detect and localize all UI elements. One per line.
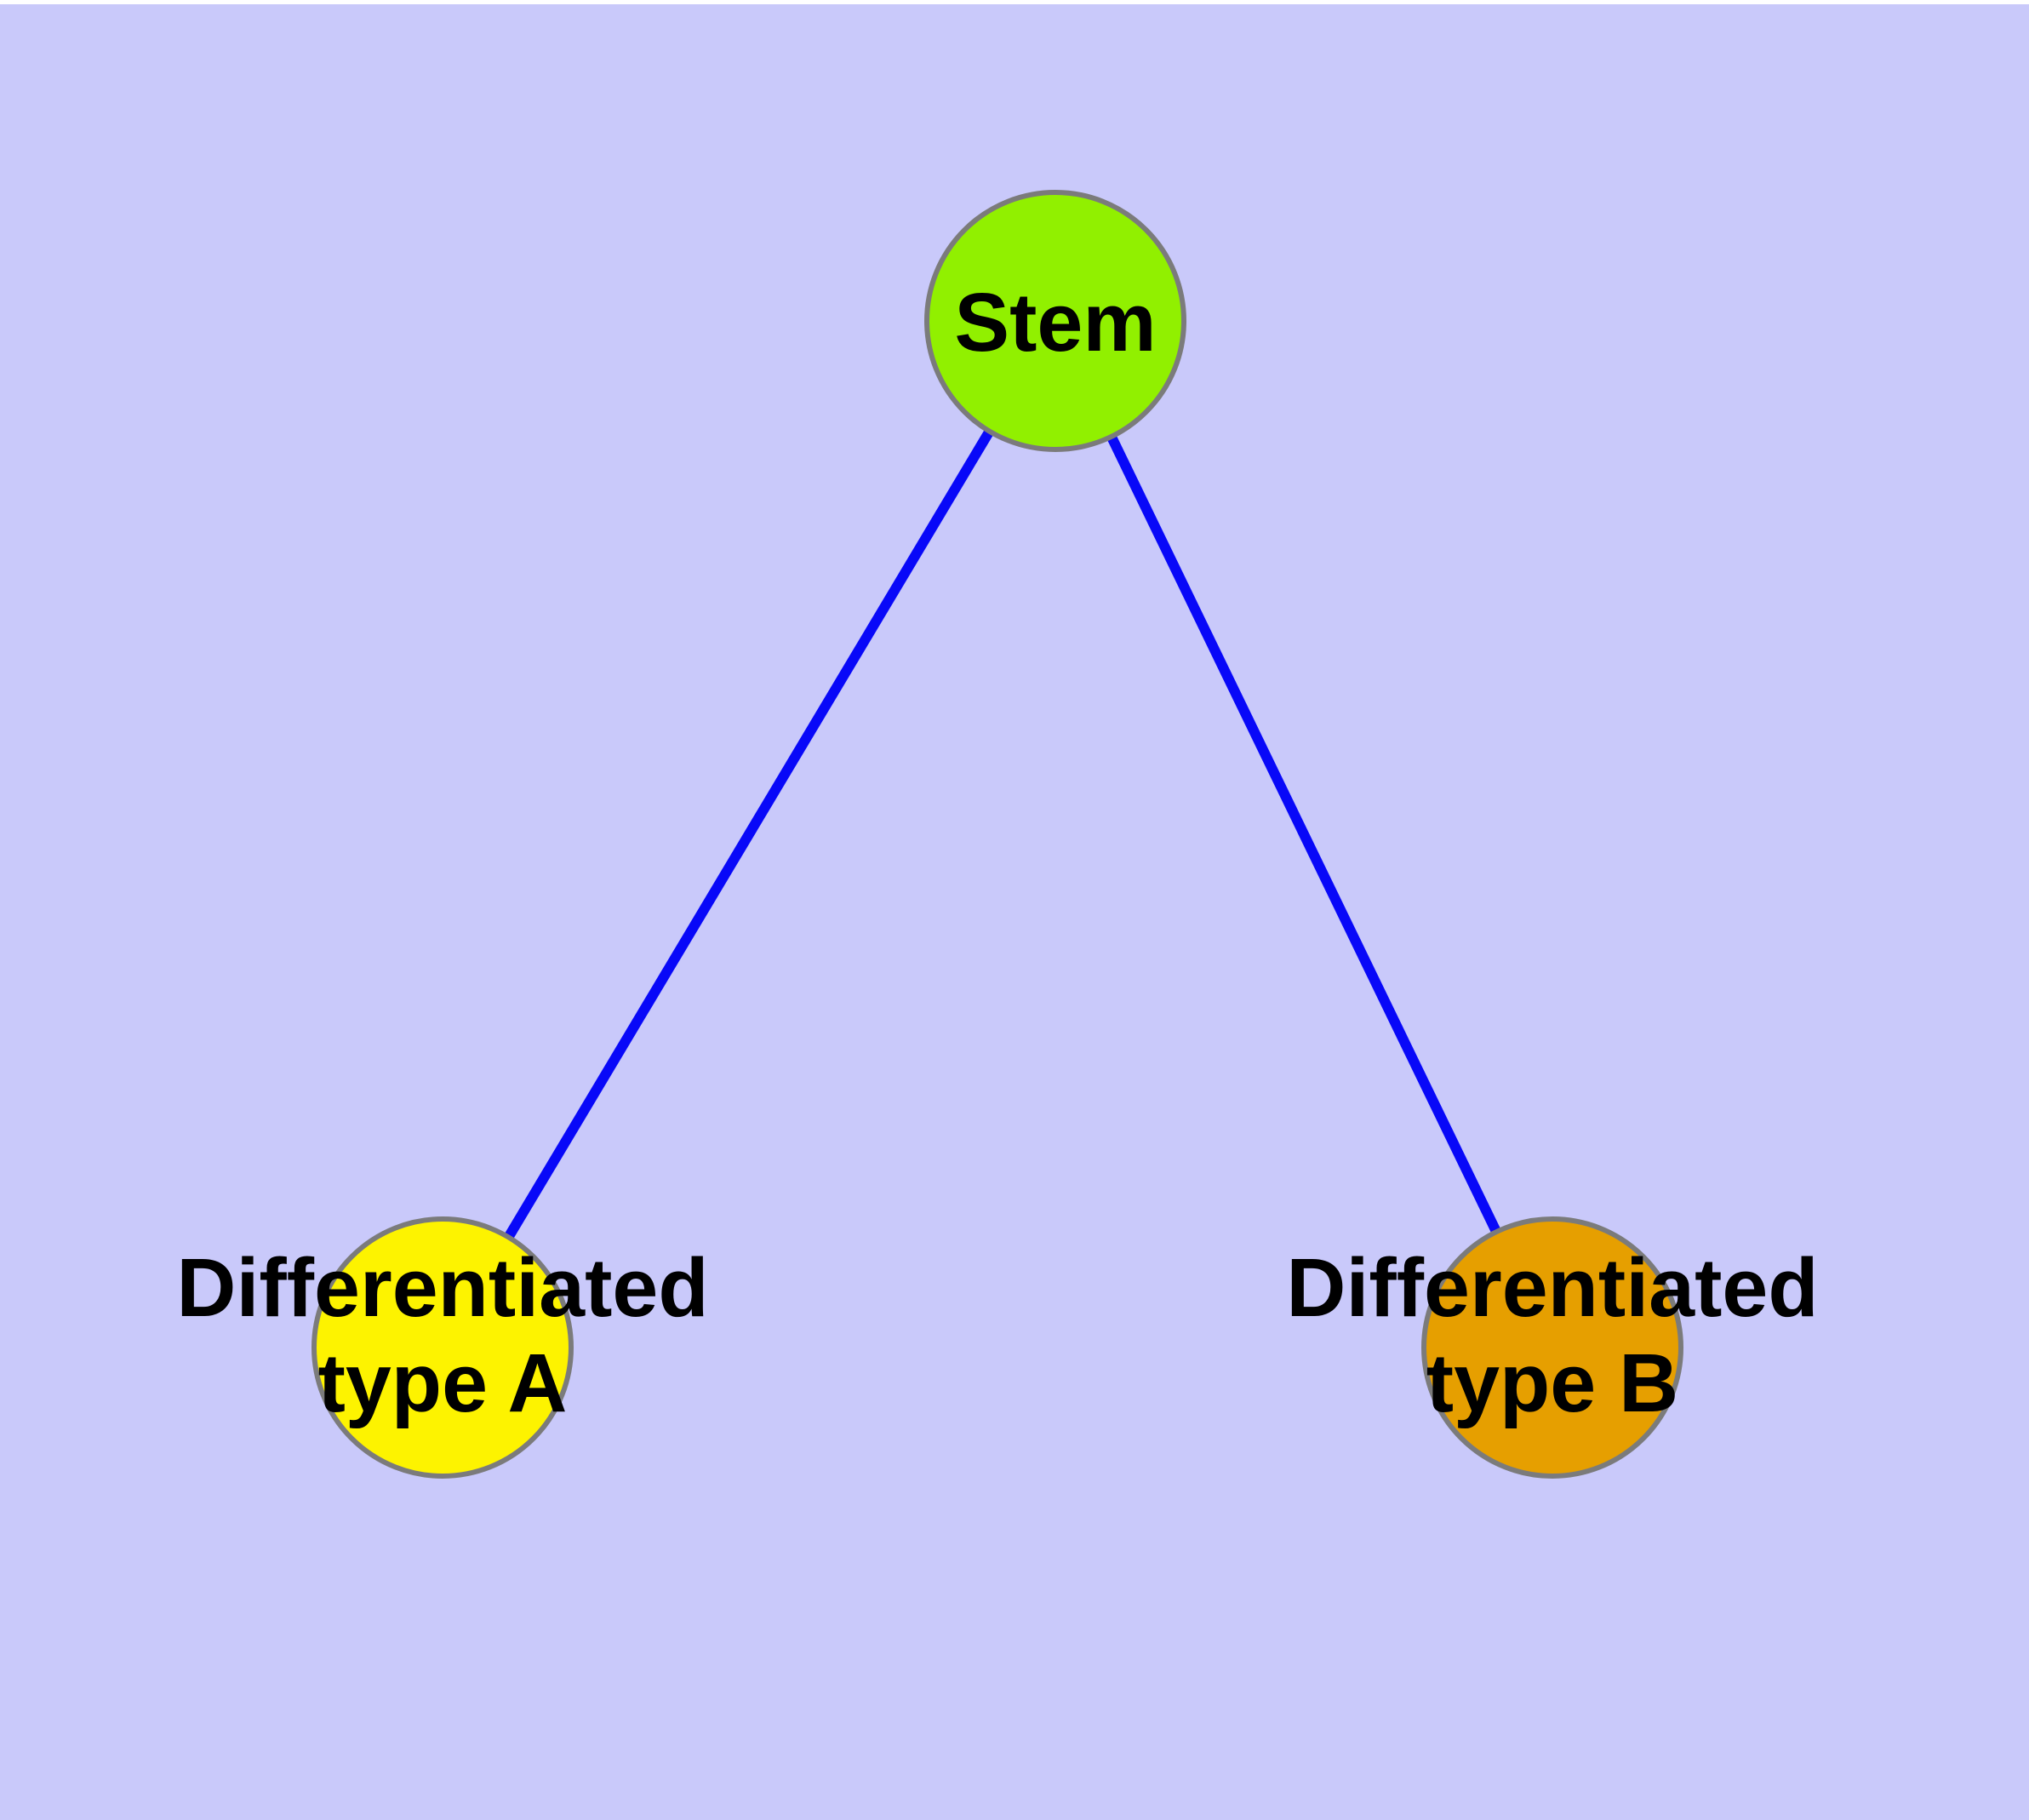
- node-stem-label: Stem: [954, 276, 1156, 369]
- edge-stem-to-type-b: [1050, 318, 1557, 1350]
- edge-stem-to-type-a: [437, 318, 1060, 1351]
- node-type-b-circle: [1421, 1216, 1683, 1479]
- top-edge-strip: [0, 0, 2029, 4]
- node-type-a-circle: [311, 1216, 574, 1479]
- node-type-a-label-line2: type A: [318, 1336, 568, 1429]
- node-type-a-label-line1: Differentiated: [176, 1241, 708, 1334]
- node-stem-circle: [924, 190, 1186, 452]
- node-type-b-label-line2: type B: [1426, 1336, 1678, 1429]
- node-type-b-label-line1: Differentiated: [1286, 1241, 1818, 1334]
